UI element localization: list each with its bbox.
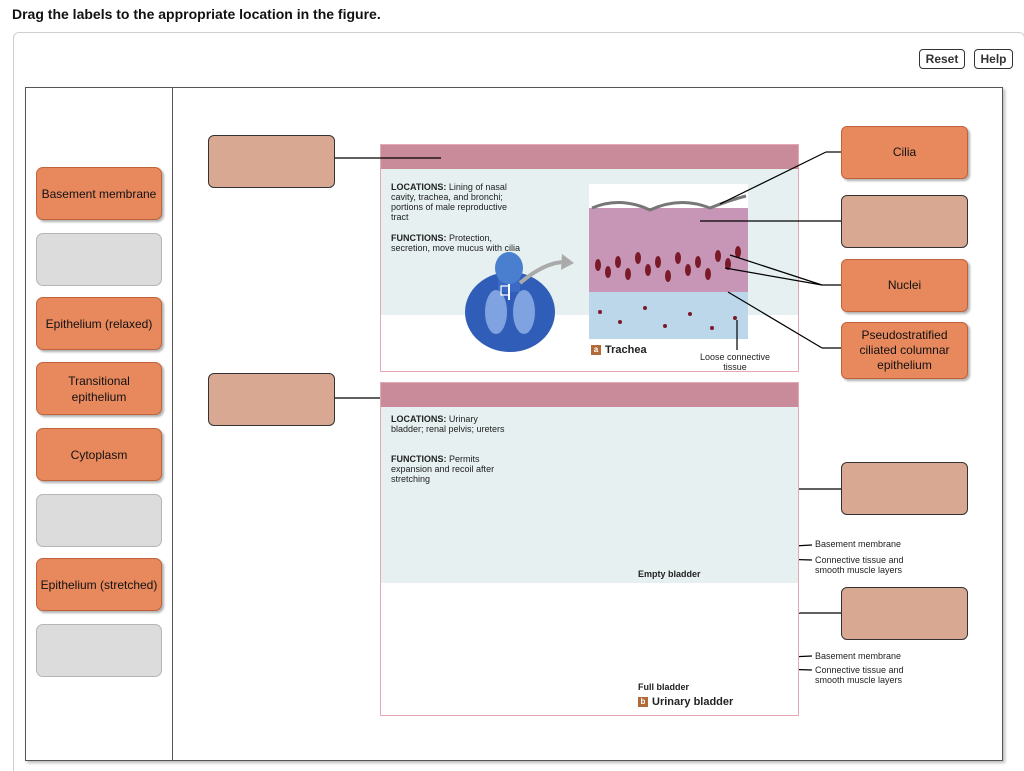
- torso-illustration: [465, 252, 574, 352]
- label-bank-divider: [172, 87, 173, 760]
- panel-background: [381, 407, 798, 583]
- reset-button[interactable]: Reset: [919, 49, 965, 69]
- empty-label-slot: [36, 624, 162, 677]
- drop-target-full-bladder[interactable]: [841, 587, 968, 640]
- panel-title-band: [381, 145, 798, 169]
- activity-frame: [13, 32, 1024, 771]
- drop-target-panel-b-title[interactable]: [208, 373, 335, 426]
- instruction-text: Drag the labels to the appropriate locat…: [12, 6, 381, 22]
- label-cytoplasm[interactable]: Cytoplasm: [36, 428, 162, 481]
- label-epithelium-relaxed[interactable]: Epithelium (relaxed): [36, 297, 162, 350]
- loose-connective-callout: Loose connective tissue: [699, 352, 771, 372]
- empty-bladder-caption: Empty bladder: [638, 569, 701, 579]
- empty-label-slot: [36, 494, 162, 547]
- help-button[interactable]: Help: [974, 49, 1013, 69]
- panel-urinary-bladder: [380, 382, 799, 716]
- functions-text-a: FUNCTIONS: Protection, secretion, move m…: [391, 233, 521, 253]
- placed-label-pseudostratified[interactable]: Pseudostratified ciliated columnar epith…: [841, 322, 968, 379]
- drop-target-empty-bladder[interactable]: [841, 462, 968, 515]
- label-transitional-epithelium[interactable]: Transitional epithelium: [36, 362, 162, 415]
- panel-title-band: [381, 383, 798, 407]
- locations-text-b: LOCATIONS: Urinary bladder; renal pelvis…: [391, 414, 505, 434]
- empty-label-slot: [36, 233, 162, 286]
- basement-membrane-callout-2: Basement membrane: [815, 651, 902, 661]
- trachea-tissue-illustration: [589, 184, 748, 339]
- drop-target-cytoplasm-area[interactable]: [841, 195, 968, 248]
- connective-tissue-callout-1: Connective tissue and smooth muscle laye…: [815, 555, 904, 575]
- placed-label-cilia[interactable]: Cilia: [841, 126, 968, 179]
- label-epithelium-stretched[interactable]: Epithelium (stretched): [36, 558, 162, 611]
- basement-membrane-callout-1: Basement membrane: [815, 539, 902, 549]
- connective-tissue-callout-2: Connective tissue and smooth muscle laye…: [815, 665, 904, 685]
- drop-target-panel-a-title[interactable]: [208, 135, 335, 188]
- placed-label-nuclei[interactable]: Nuclei: [841, 259, 968, 312]
- locations-text-a: LOCATIONS: Lining of nasal cavity, trach…: [391, 182, 508, 222]
- full-bladder-caption: Full bladder: [638, 682, 690, 692]
- label-basement-membrane[interactable]: Basement membrane: [36, 167, 162, 220]
- functions-text-b: FUNCTIONS: Permits expansion and recoil …: [391, 454, 495, 484]
